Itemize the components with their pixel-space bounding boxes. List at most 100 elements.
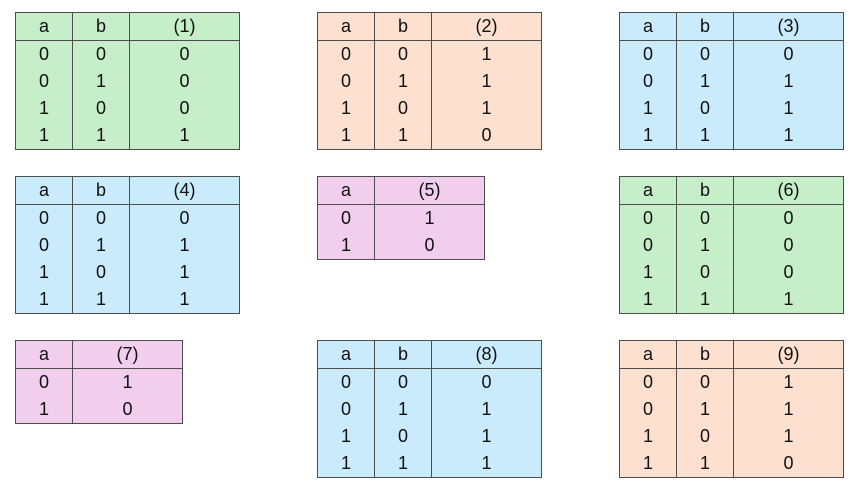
input-header-a: a — [15, 340, 73, 369]
cell: 1 — [340, 235, 351, 255]
output-header: (9) — [733, 340, 844, 369]
cell: 1 — [642, 453, 653, 473]
cell: 1 — [72, 232, 130, 259]
cell: 1 — [38, 262, 49, 282]
input-header-b: b — [72, 12, 130, 41]
output-header: (3) — [733, 12, 844, 41]
cell: 0 — [129, 68, 240, 95]
cell: 0 — [72, 40, 130, 68]
cell: 1 — [642, 426, 653, 446]
cell: 0 — [733, 450, 844, 478]
cell: 1 — [676, 122, 734, 150]
cell: 0 — [733, 204, 844, 232]
cell: 1 — [431, 423, 542, 450]
cell: 0 — [642, 235, 653, 255]
cell: 1 — [431, 95, 542, 122]
cell: 1 — [676, 396, 734, 423]
output-header: (7) — [72, 340, 183, 369]
cell: 0 — [733, 40, 844, 68]
cell: 1 — [72, 286, 130, 314]
cell: 0 — [38, 235, 49, 255]
input-header-a: a — [619, 12, 677, 41]
output-header: (5) — [374, 176, 485, 205]
cell: 0 — [676, 368, 734, 396]
cell: 0 — [431, 122, 542, 150]
input-header-a: a — [317, 340, 375, 369]
cell: 1 — [340, 453, 351, 473]
cell: 1 — [374, 450, 432, 478]
cell: 1 — [642, 289, 653, 309]
cell: 0 — [374, 95, 432, 122]
cell: 1 — [642, 125, 653, 145]
cell: 0 — [129, 40, 240, 68]
cell: 1 — [733, 368, 844, 396]
cell: 0 — [676, 204, 734, 232]
cell: 0 — [642, 71, 653, 91]
input-header-a: a — [619, 340, 677, 369]
input-header-a: a — [619, 176, 677, 205]
cell: 1 — [374, 122, 432, 150]
cell: 0 — [129, 95, 240, 122]
cell: 0 — [733, 259, 844, 286]
header-row: a (5) — [317, 176, 485, 205]
cell: 1 — [38, 125, 49, 145]
cell: 0 — [340, 71, 351, 91]
cell: 0 — [676, 259, 734, 286]
cell: 1 — [374, 68, 432, 95]
cell: 0 — [72, 95, 130, 122]
cell: 0 — [642, 372, 653, 392]
header-row: a b (3) — [619, 12, 844, 41]
cell: 1 — [340, 98, 351, 118]
cell: 1 — [129, 232, 240, 259]
cell: 1 — [733, 396, 844, 423]
cell: 1 — [642, 98, 653, 118]
cell: 1 — [676, 286, 734, 314]
header-row: a b (4) — [15, 176, 240, 205]
cell: 0 — [38, 44, 49, 64]
output-header: (4) — [129, 176, 240, 205]
input-header-b: b — [72, 176, 130, 205]
cell: 0 — [642, 208, 653, 228]
cell: 1 — [733, 122, 844, 150]
input-header-b: b — [676, 340, 734, 369]
cell: 0 — [38, 208, 49, 228]
cell: 0 — [129, 204, 240, 232]
cell: 1 — [733, 95, 844, 122]
cell: 0 — [642, 399, 653, 419]
cell: 0 — [72, 259, 130, 286]
cell: 0 — [340, 208, 351, 228]
cell: 1 — [676, 232, 734, 259]
cell: 0 — [676, 40, 734, 68]
cell: 1 — [374, 204, 485, 232]
cell: 1 — [431, 68, 542, 95]
output-header: (2) — [431, 12, 542, 41]
cell: 1 — [72, 122, 130, 150]
cell: 1 — [72, 368, 183, 396]
cell: 1 — [340, 125, 351, 145]
cell: 0 — [374, 368, 432, 396]
